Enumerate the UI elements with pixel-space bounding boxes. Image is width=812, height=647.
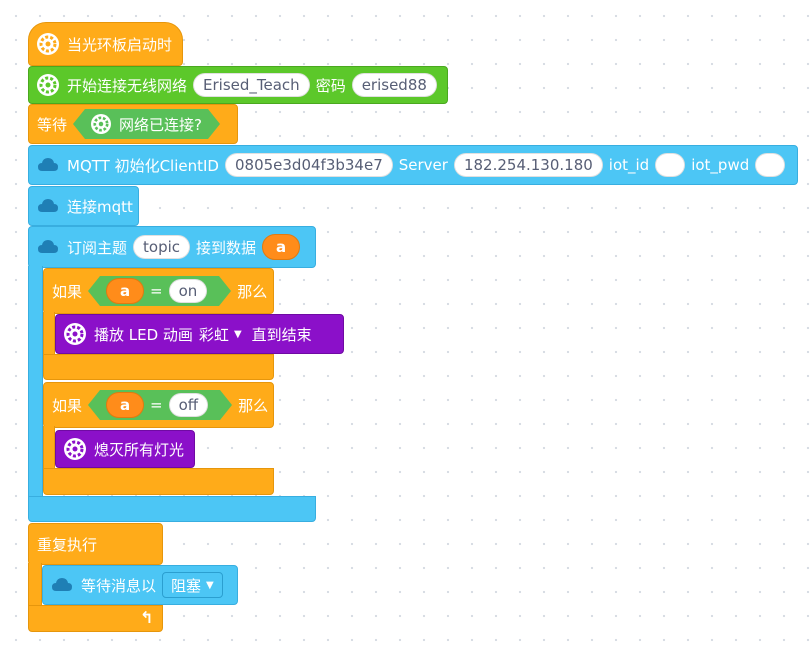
block-label: 播放 LED 动画 xyxy=(94,325,193,344)
gear-icon xyxy=(37,33,59,55)
topic-input[interactable]: topic xyxy=(133,235,191,259)
equals-operator: = xyxy=(150,396,163,414)
ssid-input[interactable]: Erised_Teach xyxy=(193,73,310,97)
block-label: 连接mqtt xyxy=(67,197,133,216)
block-label: 等待消息以 xyxy=(81,576,157,595)
connect-mqtt-block[interactable]: 连接mqtt xyxy=(28,186,139,226)
block-label: 订阅主题 xyxy=(67,238,128,257)
if-on-block[interactable]: 如果 a = on 那么 xyxy=(43,268,274,314)
mode-dropdown[interactable]: 阻塞 ▼ xyxy=(162,572,223,598)
variable-a[interactable]: a xyxy=(106,278,145,304)
variable-a[interactable]: a xyxy=(262,234,301,260)
iot-id-label: iot_id xyxy=(608,156,650,174)
subscribe-block-footer xyxy=(28,496,316,522)
block-label: MQTT 初始化ClientID xyxy=(67,156,219,175)
server-input[interactable]: 182.254.130.180 xyxy=(453,153,603,177)
if-on-footer xyxy=(43,354,274,380)
gear-icon xyxy=(91,114,112,134)
block-label: 等待 xyxy=(37,115,68,134)
forever-block[interactable]: 重复执行 xyxy=(28,523,163,565)
client-id-input[interactable]: 0805e3d04f3b34e7 xyxy=(224,153,393,177)
equals-condition[interactable]: a = on xyxy=(88,276,232,306)
if-off-arm xyxy=(43,426,55,470)
block-label: 熄灭所有灯光 xyxy=(94,440,185,459)
network-connected-condition[interactable]: 网络已连接? xyxy=(73,109,220,139)
cloud-icon xyxy=(37,239,59,255)
condition-label: 网络已连接? xyxy=(119,115,202,134)
mqtt-init-block[interactable]: MQTT 初始化ClientID 0805e3d04f3b34e7 Server… xyxy=(28,145,798,185)
iot-pwd-input[interactable] xyxy=(755,153,786,177)
cloud-icon xyxy=(37,157,59,173)
then-label: 那么 xyxy=(238,396,269,415)
if-label: 如果 xyxy=(52,396,83,415)
loop-arrow-icon: ↰ xyxy=(140,608,154,627)
until-done-label: 直到结束 xyxy=(251,325,312,344)
gear-icon xyxy=(64,323,86,345)
connect-wifi-block[interactable]: 开始连接无线网络 Erised_Teach 密码 erised88 xyxy=(28,66,448,104)
wait-until-block[interactable]: 等待 网络已连接? xyxy=(28,104,238,144)
cloud-icon xyxy=(37,198,59,214)
block-label: 重复执行 xyxy=(37,535,98,554)
play-led-animation-block[interactable]: 播放 LED 动画 彩虹 ▼ 直到结束 xyxy=(55,314,344,354)
equals-condition[interactable]: a = off xyxy=(88,390,233,420)
receive-label: 接到数据 xyxy=(196,238,257,257)
animation-value: 彩虹 xyxy=(198,325,229,344)
cloud-icon xyxy=(51,577,73,593)
triangle-down-icon: ▼ xyxy=(233,328,242,340)
block-label: 当光环板启动时 xyxy=(67,35,173,54)
iot-id-input[interactable] xyxy=(655,153,686,177)
when-board-starts-block[interactable]: 当光环板启动时 xyxy=(28,22,183,66)
gear-icon xyxy=(37,74,59,96)
forever-arm xyxy=(28,563,42,607)
equals-operator: = xyxy=(150,282,163,300)
block-label: 开始连接无线网络 xyxy=(67,76,188,95)
if-off-footer xyxy=(43,468,274,495)
subscribe-topic-block[interactable]: 订阅主题 topic 接到数据 a xyxy=(28,226,316,268)
animation-dropdown[interactable]: 彩虹 ▼ xyxy=(199,324,242,345)
compare-value-input[interactable]: off xyxy=(168,393,209,417)
if-on-arm xyxy=(43,312,55,356)
then-label: 那么 xyxy=(237,282,268,301)
triangle-down-icon: ▼ xyxy=(206,579,214,591)
variable-a[interactable]: a xyxy=(106,392,145,418)
turn-off-lights-block[interactable]: 熄灭所有灯光 xyxy=(55,430,195,468)
subscribe-block-arm xyxy=(28,266,43,498)
compare-value-input[interactable]: on xyxy=(168,279,208,303)
server-label: Server xyxy=(398,156,448,174)
wait-for-message-block[interactable]: 等待消息以 阻塞 ▼ xyxy=(42,565,238,605)
iot-pwd-label: iot_pwd xyxy=(691,156,750,174)
if-off-block[interactable]: 如果 a = off 那么 xyxy=(43,382,274,428)
if-label: 如果 xyxy=(52,282,83,301)
mode-value: 阻塞 xyxy=(171,576,202,595)
gear-icon xyxy=(64,438,86,460)
password-input[interactable]: erised88 xyxy=(351,73,437,97)
forever-footer xyxy=(28,605,163,632)
password-label: 密码 xyxy=(315,76,346,95)
